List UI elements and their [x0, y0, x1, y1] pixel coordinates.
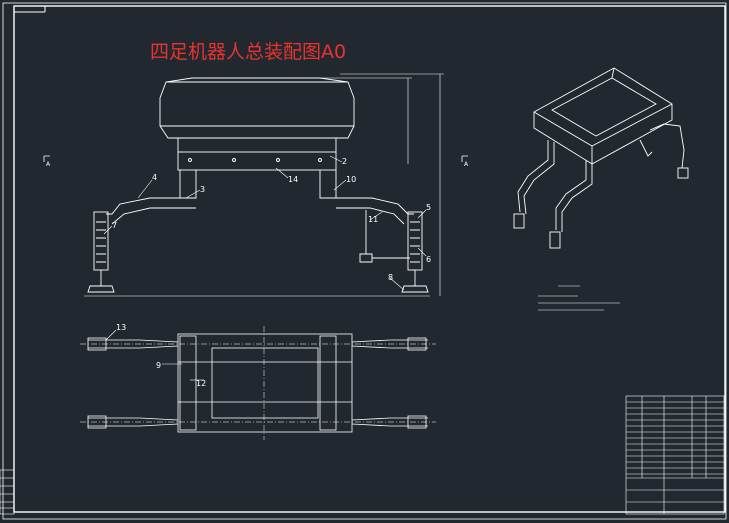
balloon-11: 11	[368, 215, 378, 224]
chassis-bolt	[318, 158, 322, 162]
plan-hip-left	[179, 335, 197, 431]
left-foot	[87, 285, 115, 293]
section-marks: A A	[43, 155, 469, 168]
plan-hip-right	[319, 335, 337, 431]
chassis-bolt	[276, 158, 280, 162]
iso-body-ridge	[611, 67, 615, 79]
section-arrow-left	[43, 155, 50, 162]
section-arrow-right	[461, 155, 468, 162]
isometric-view	[513, 67, 689, 249]
plan-inner	[211, 347, 319, 419]
plan-frame	[177, 333, 353, 433]
leader-line	[333, 179, 347, 191]
balloon-12: 12	[196, 379, 206, 388]
iso-foot-front-left	[513, 213, 525, 229]
right-foot	[401, 285, 429, 293]
chassis-plate	[177, 151, 337, 171]
leader-line	[105, 329, 117, 341]
title-block	[625, 395, 725, 515]
leader-line	[137, 179, 153, 199]
front-view	[84, 73, 444, 297]
iso-leg-front-left-inner	[523, 142, 555, 215]
leader-line	[275, 167, 289, 179]
plan-view-balloons: 13 9 12	[105, 323, 206, 388]
left-lower-leg	[93, 211, 109, 271]
balloon-2: 2	[342, 157, 347, 166]
leader-line	[389, 277, 405, 291]
body-shell	[159, 77, 355, 139]
iso-body-top	[551, 77, 657, 137]
balloon-8: 8	[388, 273, 393, 282]
iso-leg-front-left	[517, 140, 549, 213]
balloon-14: 14	[288, 175, 298, 184]
chassis-bolt	[188, 158, 192, 162]
iso-foot-front-right	[549, 231, 561, 249]
parts-list-rows	[626, 401, 724, 479]
balloon-9: 9	[156, 361, 161, 370]
balloon-13: 13	[116, 323, 126, 332]
parts-list-frame	[625, 395, 725, 515]
leader-line	[417, 247, 427, 257]
right-hip-bracket	[319, 170, 337, 199]
chassis-bolt	[232, 158, 236, 162]
leader-line	[329, 155, 343, 163]
right-lower-leg	[407, 211, 423, 271]
left-spring-coil	[96, 221, 106, 263]
iso-body-edge	[533, 111, 593, 147]
leader-line	[185, 189, 201, 199]
plan-leg-bottom-left	[88, 417, 179, 427]
right-spring-coil	[410, 221, 420, 263]
left-upper-leg	[106, 197, 196, 225]
inner-frame	[13, 5, 726, 513]
plan-view	[80, 326, 436, 440]
balloon-4: 4	[152, 173, 157, 182]
leader-line	[103, 225, 113, 235]
plan-leg-top-left	[88, 339, 179, 349]
right-upper-leg	[336, 197, 414, 225]
iso-leg-back-right	[649, 123, 685, 169]
iso-body-edge	[591, 103, 673, 147]
iso-leg-front-right-inner	[561, 162, 593, 232]
revision-strip	[0, 469, 15, 515]
leader-line	[417, 209, 427, 219]
drawing-title: 四足机器人总装配图A0	[150, 41, 346, 63]
leader-line	[369, 211, 383, 221]
iso-foot-back-right	[677, 167, 689, 179]
section-label-right: A	[464, 161, 469, 168]
left-hip-bracket	[179, 170, 197, 199]
balloon-10: 10	[346, 175, 356, 184]
balloon-5: 5	[426, 203, 431, 212]
plan-leg-bottom-right	[351, 417, 428, 427]
section-label-left: A	[46, 161, 51, 168]
balloon-7: 7	[112, 221, 117, 230]
balloon-3: 3	[200, 185, 205, 194]
technical-notes	[538, 285, 620, 311]
front-view-balloons: 4 3 14 2 10 7 11 5 6 8	[103, 155, 431, 291]
iso-leg-back-left	[639, 139, 653, 157]
revision-strip-frame	[0, 469, 15, 515]
tether-cable	[359, 210, 373, 263]
iso-leg-front-right	[555, 160, 587, 230]
plan-leg-top-right	[351, 339, 428, 349]
balloon-6: 6	[426, 255, 431, 264]
